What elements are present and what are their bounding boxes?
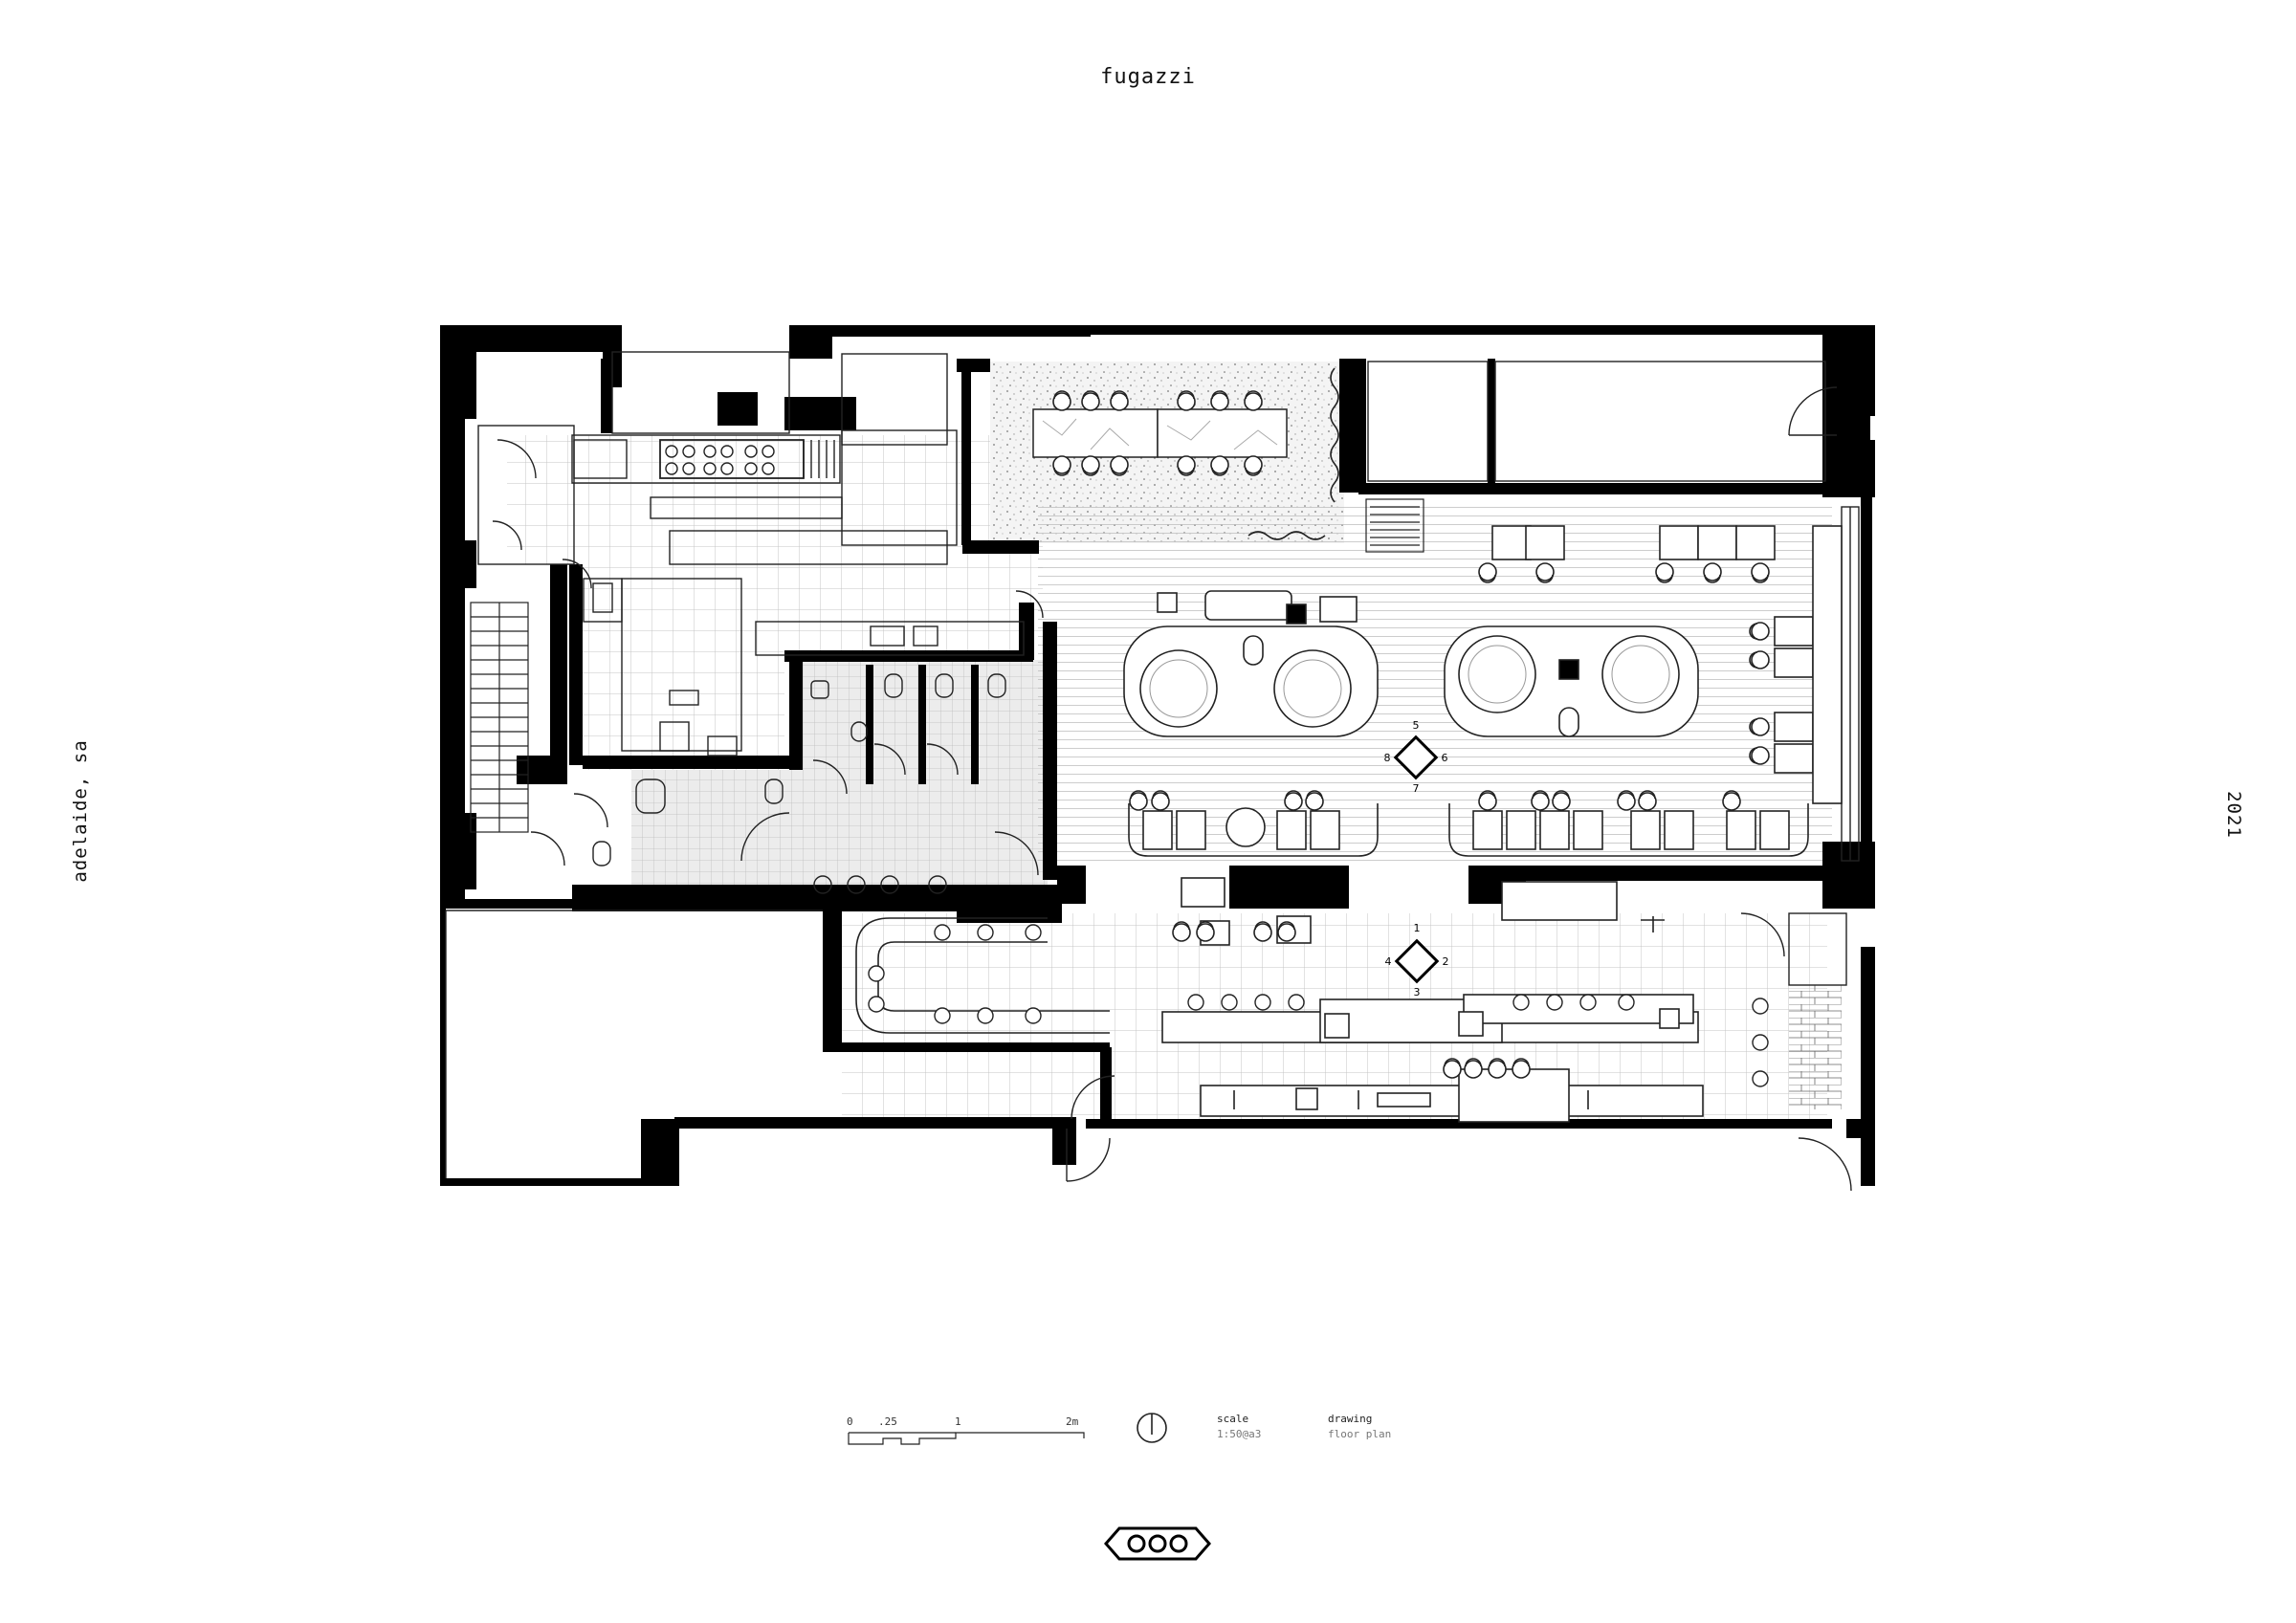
scale-tick-label: 2m — [1066, 1415, 1079, 1428]
section-marker-lower: 1 2 3 4 — [1385, 922, 1449, 998]
entry-grille — [1365, 498, 1424, 553]
section-label: 8 — [1384, 752, 1391, 764]
section-label: 2 — [1443, 955, 1449, 968]
scale-tick-label: 1 — [955, 1415, 961, 1428]
section-label: 5 — [1413, 719, 1420, 732]
section-label: 1 — [1414, 922, 1421, 934]
section-label: 7 — [1413, 782, 1420, 795]
section-label: 4 — [1385, 955, 1392, 968]
scale-value: 1:50@a3 — [1217, 1428, 1261, 1440]
logo-mark-icon — [1104, 1526, 1211, 1561]
linework — [445, 351, 1860, 1192]
section-label: 3 — [1414, 986, 1421, 998]
walls — [440, 325, 1875, 1186]
bar-area — [855, 877, 1704, 1123]
scale-label: scale — [1217, 1413, 1248, 1425]
north-arrow-icon — [1137, 1413, 1167, 1443]
drawing-value: floor plan — [1328, 1428, 1391, 1440]
section-label: 6 — [1442, 752, 1448, 764]
dining-booths — [1123, 525, 1843, 857]
section-marker-upper: 5 6 7 8 — [1384, 719, 1448, 795]
scale-bar — [848, 1432, 1085, 1445]
scale-tick-label: .25 — [878, 1415, 897, 1428]
courtyard-dining — [1032, 367, 1339, 540]
drawing-label: drawing — [1328, 1413, 1372, 1425]
scale-tick-label: 0 — [847, 1415, 853, 1428]
drawing-title: fugazzi — [1100, 65, 1196, 89]
